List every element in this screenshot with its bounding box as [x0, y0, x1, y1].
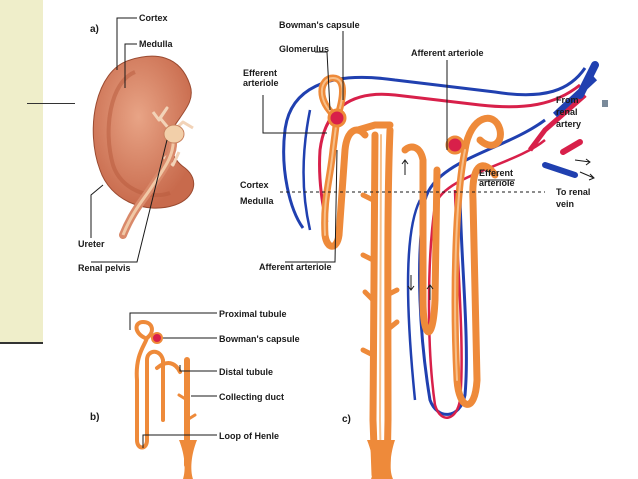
label-glomerulus: Glomerulus — [279, 44, 330, 54]
label-to-renal-vein: To renal vein — [556, 187, 591, 209]
divider-line — [0, 342, 43, 344]
slide-marker — [602, 100, 608, 107]
nephron-schematic — [134, 320, 197, 479]
divider-line — [27, 103, 75, 104]
label-efferent-arteriole-left: Efferent arteriole — [243, 68, 279, 88]
label-proximal-tubule: Proximal tubule — [219, 309, 287, 319]
slide-sidebar — [0, 0, 43, 343]
panel-label-b: b) — [90, 412, 100, 423]
leader-lines-b — [129, 312, 217, 448]
leader-lines-c — [262, 31, 515, 263]
label-afferent-arteriole-top: Afferent arteriole — [411, 48, 484, 58]
label-efferent-arteriole-right: Efferent arteriole — [479, 168, 515, 188]
label-ureter: Ureter — [78, 239, 105, 249]
label-loop-of-henle: Loop of Henle — [219, 431, 279, 441]
kidney-illustration — [92, 55, 195, 239]
label-afferent-arteriole-bottom: Afferent arteriole — [259, 262, 332, 272]
label-from-renal-artery: From renal artery — [556, 95, 582, 129]
label-medulla-c: Medulla — [240, 196, 274, 206]
leader-lines-a — [90, 17, 168, 263]
label-bowmans-capsule: Bowman's capsule — [279, 20, 360, 30]
figure-graphics — [90, 17, 599, 479]
label-medulla-a: Medulla — [139, 39, 173, 49]
label-renal-pelvis: Renal pelvis — [78, 263, 131, 273]
nephron-figure: a) b) c) Cortex Medulla Ureter Renal pel… — [75, 0, 600, 479]
label-cortex-a: Cortex — [139, 13, 168, 23]
nephron-illustration — [282, 61, 599, 479]
label-collecting-duct: Collecting duct — [219, 392, 284, 402]
label-distal-tubule: Distal tubule — [219, 367, 274, 377]
panel-label-c: c) — [342, 414, 351, 425]
label-cortex-c: Cortex — [240, 180, 269, 190]
label-bowmans-capsule-b: Bowman's capsule — [219, 334, 300, 344]
panel-label-a: a) — [90, 24, 99, 35]
